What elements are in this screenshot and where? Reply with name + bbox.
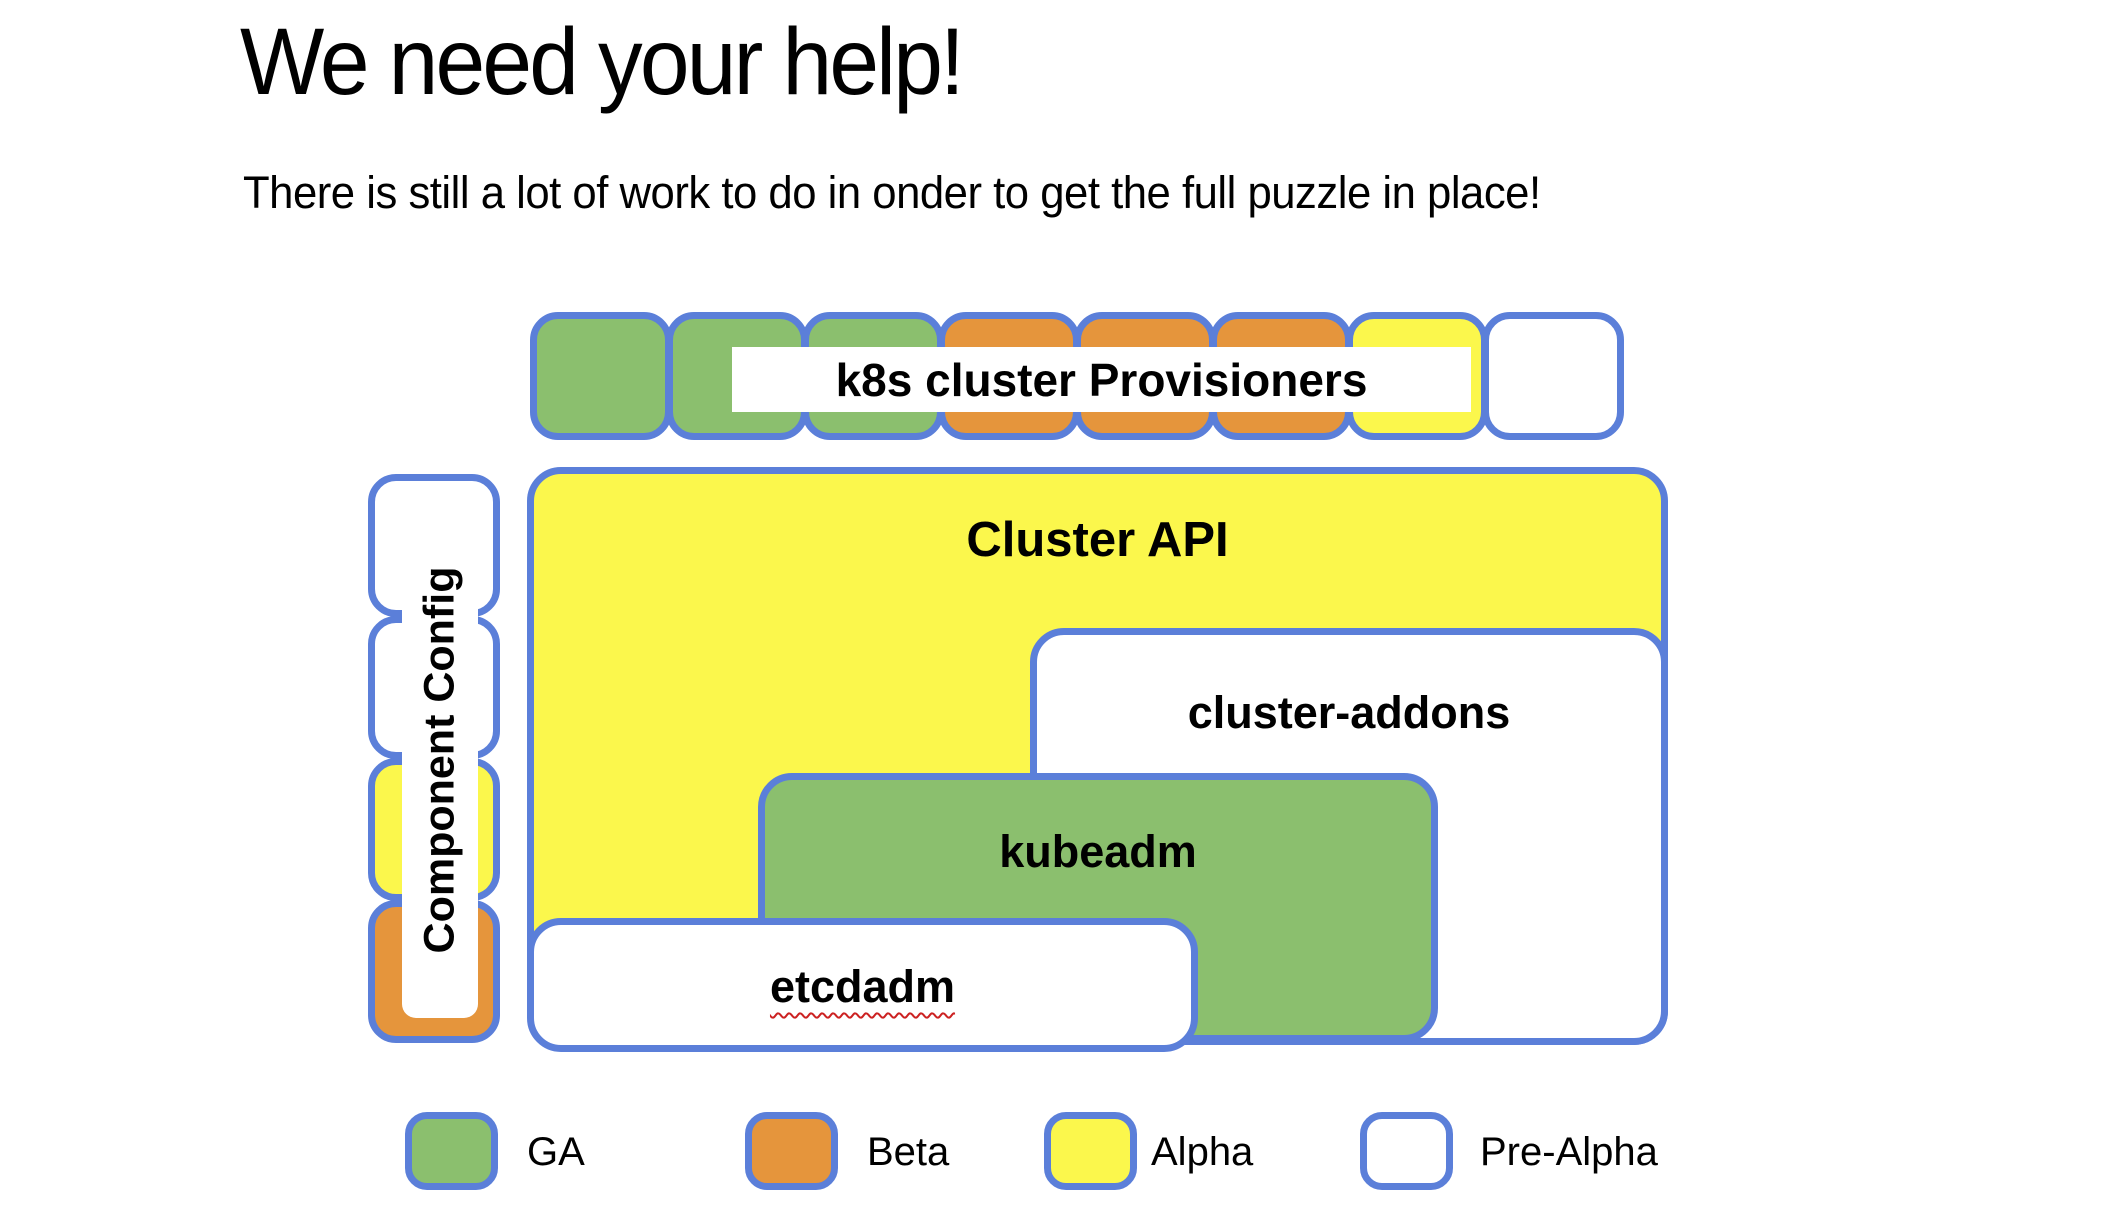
legend-label-alpha: Alpha: [1151, 1130, 1254, 1174]
legend-label-beta: Beta: [867, 1130, 950, 1174]
etcdadm-box: etcdadm: [527, 918, 1198, 1052]
kubeadm-label: kubeadm: [999, 826, 1197, 877]
provisioner-ga-square: [530, 312, 672, 440]
page-subtitle: There is still a lot of work to do in on…: [243, 167, 1541, 218]
legend-ga-square: [405, 1112, 498, 1190]
legend-label-pre-alpha: Pre-Alpha: [1480, 1130, 1658, 1174]
cluster-addons-label: cluster-addons: [1187, 687, 1511, 738]
legend-label-ga: GA: [527, 1130, 585, 1174]
page-title: We need your help!: [240, 9, 965, 115]
legend-prealpha-square: [1360, 1112, 1453, 1190]
component-config-label: Component Config: [415, 566, 464, 953]
etcdadm-label: etcdadm: [769, 961, 956, 1012]
legend-beta-square: [745, 1112, 838, 1190]
cluster-api-label: Cluster API: [966, 513, 1229, 567]
legend-alpha-square: [1044, 1112, 1137, 1190]
provisioners-row-label: k8s cluster Provisioners: [732, 347, 1471, 412]
component-config-label-box: Component Config: [402, 501, 478, 1018]
provisioner-prealpha-square: [1482, 312, 1624, 440]
